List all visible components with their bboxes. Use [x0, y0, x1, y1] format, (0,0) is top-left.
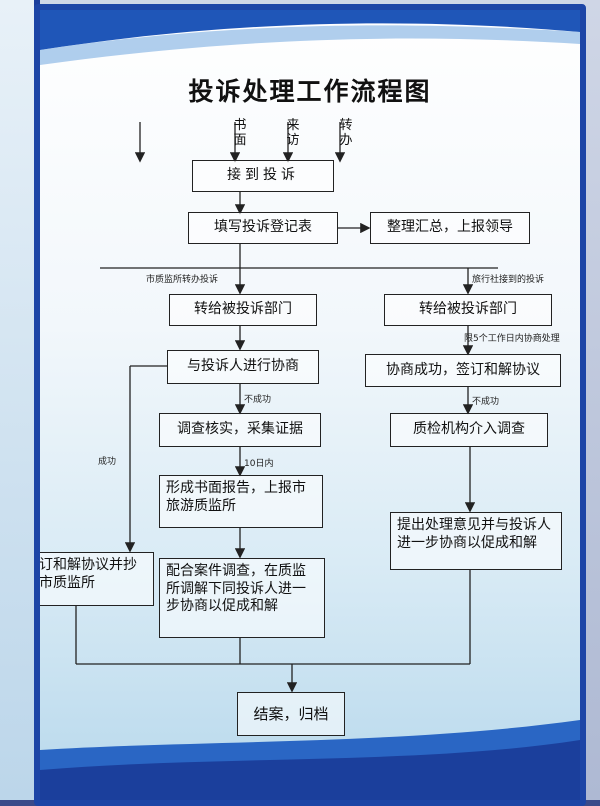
- top-decoration: [40, 10, 580, 65]
- node-negotiate: 与投诉人进行协商: [167, 350, 319, 384]
- connector-lines: [75, 122, 498, 693]
- node-forward-right: 转给被投诉部门: [384, 294, 552, 326]
- label-right-limit: 限5个工作日内协商处理: [464, 334, 560, 344]
- label-right-branch: 旅行社接到的投诉: [472, 275, 545, 285]
- label-success: 成功: [98, 457, 117, 467]
- node-opinion: 提出处理意见并与投诉人进一步协商以促成和解: [390, 512, 562, 570]
- node-written-report: 形成书面报告，上报市旅游质监所: [159, 475, 323, 528]
- node-qc-intervene: 质检机构介入调查: [390, 413, 548, 447]
- channel-transfer: 转办: [339, 118, 353, 148]
- node-receive-complaint: 接到投诉: [192, 160, 334, 192]
- node-cooperate: 配合案件调查，在质监所调解下同投诉人进一步协商以促成和解: [159, 558, 325, 638]
- node-register-form: 填写投诉登记表: [188, 212, 338, 244]
- node-summary-report: 整理汇总，上报领导: [370, 212, 530, 244]
- node-forward-left: 转给被投诉部门: [169, 294, 317, 326]
- label-ten-days: 10日内: [244, 459, 274, 469]
- node-agree-right: 协商成功，签订和解协议: [365, 354, 561, 387]
- channel-written: 书面: [233, 118, 247, 148]
- node-sign-agreement: 签订和解协议并抄送市质监所: [40, 552, 154, 606]
- channel-visit: 来访: [286, 118, 300, 148]
- label-fail-left: 不成功: [244, 395, 272, 405]
- node-close-archive: 结案，归档: [237, 692, 345, 736]
- flowchart-title: 投诉处理工作流程图: [188, 77, 432, 106]
- bottom-decoration: [40, 720, 580, 800]
- label-fail-right: 不成功: [472, 397, 500, 407]
- label-left-branch: 市质监所转办投诉: [146, 275, 219, 285]
- node-investigate: 调查核实，采集证据: [159, 413, 321, 447]
- flowchart-board: 投诉处理工作流程图: [34, 4, 586, 806]
